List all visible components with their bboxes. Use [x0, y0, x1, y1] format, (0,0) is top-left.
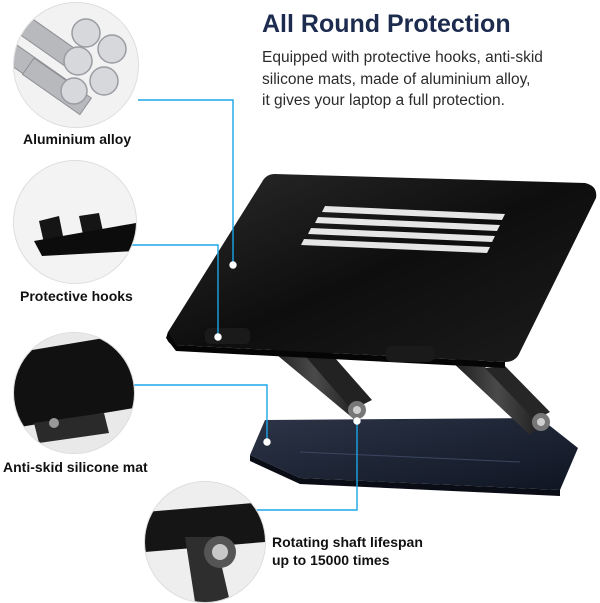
- description: Equipped with protective hooks, anti-ski…: [262, 47, 592, 112]
- leader-dot-hooks: [214, 333, 222, 341]
- leader-dot-mat: [263, 438, 271, 446]
- description-line-1: Equipped with protective hooks, anti-ski…: [262, 49, 543, 66]
- label-shaft-line-2: up to 15000 times: [272, 552, 390, 568]
- label-protective-hooks: Protective hooks: [20, 288, 133, 304]
- page-title: All Round Protection: [262, 10, 511, 38]
- vent-slots: [301, 206, 505, 253]
- label-shaft-line-1: Rotating shaft lifespan: [272, 534, 423, 550]
- stand-arms: [265, 340, 550, 435]
- leader-mat: [132, 384, 268, 442]
- leader-aluminium: [138, 99, 234, 265]
- shaft-detail-image: [144, 481, 266, 603]
- hinge-left: [348, 401, 366, 419]
- description-line-3: it gives your laptop a full protection.: [262, 92, 505, 109]
- stand-base: [250, 418, 578, 496]
- label-rotating-shaft: Rotating shaft lifespan up to 15000 time…: [272, 533, 423, 569]
- description-line-2: silicone mats, made of aluminium alloy,: [262, 70, 531, 88]
- aluminium-detail-image: [13, 2, 139, 128]
- label-aluminium-alloy: Aluminium alloy: [23, 131, 132, 147]
- leader-dot-aluminium: [229, 261, 237, 269]
- hooks-detail-image: [13, 160, 137, 284]
- leader-dot-shaft: [353, 417, 361, 425]
- hinge-right: [532, 413, 550, 431]
- stand-top-plate: [166, 174, 597, 368]
- front-hook-left: [205, 328, 250, 344]
- leader-shaft: [248, 421, 358, 511]
- mat-detail-image: [13, 332, 135, 454]
- leader-hooks: [132, 244, 219, 337]
- label-anti-skid-mat: Anti-skid silicone mat: [3, 459, 148, 475]
- front-hook-right: [386, 346, 434, 362]
